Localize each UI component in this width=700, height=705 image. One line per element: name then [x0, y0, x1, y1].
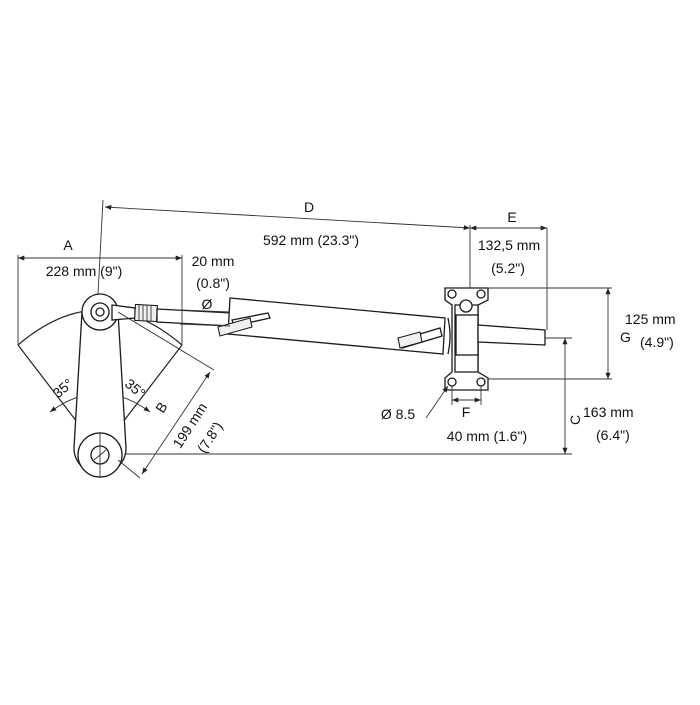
hydraulic-cylinder: [111, 297, 446, 355]
dimension-D: D 592 mm (23.3"): [97, 199, 471, 295]
dimension-hole: Ø 8.5: [381, 385, 449, 422]
rod-diameter-mm: 20 mm: [192, 253, 235, 269]
dimension-D-value: 592 mm (23.3"): [263, 232, 359, 248]
dimension-G-in: (4.9"): [640, 334, 674, 350]
mounting-bracket: [444, 287, 546, 391]
dimension-F-letter: F: [462, 404, 471, 420]
dimension-F: F 40 mm (1.6"): [447, 386, 527, 444]
dimension-E-letter: E: [507, 209, 516, 225]
dimension-E-in: (5.2"): [491, 260, 525, 276]
dimension-G: G 125 mm (4.9"): [488, 287, 676, 380]
dimension-C-mm: 163 mm: [583, 404, 634, 420]
tiller-arm: [73, 293, 127, 478]
dimension-A-value: 228 mm (9"): [46, 263, 123, 279]
rod-diameter-in: (0.8"): [196, 275, 230, 291]
diameter-symbol: Ø: [202, 296, 213, 312]
dimension-B-letter: B: [152, 399, 171, 416]
hole-diameter: Ø 8.5: [381, 406, 415, 422]
dimension-A: A 228 mm (9"): [17, 237, 183, 345]
dimension-rod: 20 mm (0.8") Ø: [179, 253, 235, 327]
dimension-E-mm: 132,5 mm: [478, 237, 540, 253]
angle-left-label: 35°: [50, 375, 77, 401]
dimension-D-letter: D: [304, 199, 314, 215]
dimension-F-value: 40 mm (1.6"): [447, 428, 527, 444]
dimension-C-letter: C: [567, 415, 583, 425]
dimension-C-in: (6.4"): [596, 427, 630, 443]
angle-right-label: 35°: [122, 375, 149, 401]
dimension-G-letter: G: [620, 329, 631, 345]
dimension-E: E 132,5 mm (5.2"): [470, 209, 548, 330]
dimension-A-letter: A: [63, 237, 73, 253]
dimension-G-mm: 125 mm: [625, 311, 676, 327]
